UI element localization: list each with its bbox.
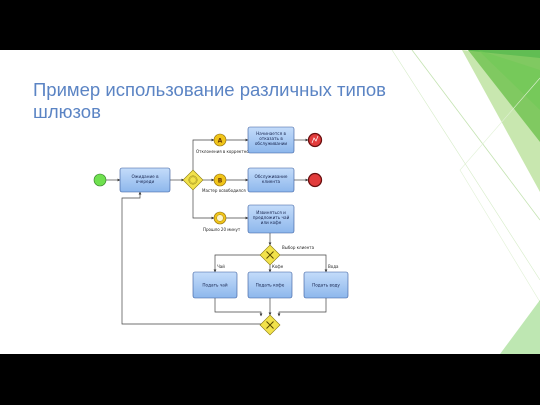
deco-triangle-3 xyxy=(478,50,540,110)
task-talk-line-2: отказать в xyxy=(259,136,283,141)
label-water: Вода xyxy=(328,264,339,269)
label-tea: Чай xyxy=(217,264,225,269)
task-offer-line-3: или кофе xyxy=(261,220,282,225)
task-talk-line-3: обслуживании xyxy=(255,141,288,146)
exclusive-gateway-merge-icon xyxy=(259,314,281,336)
flow-merge-back-to-wait xyxy=(121,191,261,325)
task-serve-tea: Подать чай xyxy=(192,271,238,299)
label-coffee: Кофе xyxy=(272,264,284,269)
flow-choice-to-tea xyxy=(213,254,261,273)
task-approach-talk: Начинается в отказать в обслуживании xyxy=(247,126,295,154)
marker-a-label: А xyxy=(218,137,223,144)
task-serve-line-2: клиента xyxy=(262,179,281,184)
end-event-error-icon xyxy=(307,132,323,148)
intermediate-event-b-icon: В xyxy=(213,173,227,187)
flow-water-to-merge xyxy=(277,298,327,317)
task-approach-offer: Извиняться и предложить чай или кофе xyxy=(247,204,295,234)
deco-line-1 xyxy=(411,50,540,221)
task-talk-line-1: Начинается в xyxy=(256,131,286,136)
task-wait-in-queue: Ожидание в очереди xyxy=(119,167,171,193)
task-serve-line-1: Обслуживание xyxy=(255,174,288,179)
slide: Пример использование различных типов шлю… xyxy=(0,50,540,354)
connectors xyxy=(106,138,328,325)
flow-gateway-to-a xyxy=(192,138,215,171)
task-offer-line-1: Извиняться и xyxy=(256,210,286,215)
task-tea-line-1: Подать чай xyxy=(202,283,227,288)
task-serve-water: Подать воду xyxy=(303,271,349,299)
flow-tea-to-merge xyxy=(214,298,263,317)
bpmn-diagram: Ожидание в очереди А Отклонения в коррек… xyxy=(93,126,349,336)
end-event-icon xyxy=(307,172,323,188)
start-event-icon xyxy=(93,173,107,187)
flow-choice-to-water xyxy=(279,254,328,273)
task-serve-client: Обслуживание клиента xyxy=(247,167,295,193)
task-wait-line-1: Ожидание в xyxy=(131,174,159,179)
task-water-line-1: Подать воду xyxy=(312,283,340,288)
task-serve-coffee: Подать кофе xyxy=(247,271,293,299)
label-reason-violation: Отклонения в корректности xyxy=(196,149,256,154)
intermediate-event-a-icon: А xyxy=(213,133,227,147)
flow-gateway-to-timer xyxy=(192,189,215,220)
slide-title-line-2: шлюзов xyxy=(33,101,101,122)
task-coffee-line-1: Подать кофе xyxy=(256,283,285,288)
marker-b-label: В xyxy=(218,177,223,184)
event-gateway-icon xyxy=(182,169,204,191)
task-offer-line-2: предложить чай xyxy=(253,215,290,220)
deco-line-3 xyxy=(459,77,540,303)
label-wait-20: Прошло 20 минут xyxy=(203,227,241,232)
decorative-triangles xyxy=(391,50,540,354)
slide-title-line-1: Пример использование различных типов xyxy=(33,79,386,100)
timer-event-icon xyxy=(213,211,227,225)
slide-title: Пример использование различных типов шлю… xyxy=(33,79,433,123)
task-wait-line-2: очереди xyxy=(136,179,155,184)
label-client-choice: Выбор клиента xyxy=(282,245,315,250)
label-master-free: Мастер освободился xyxy=(202,188,246,193)
exclusive-gateway-choice-icon xyxy=(259,244,281,266)
deco-triangle-4 xyxy=(500,300,540,354)
deco-line-2 xyxy=(391,50,540,281)
